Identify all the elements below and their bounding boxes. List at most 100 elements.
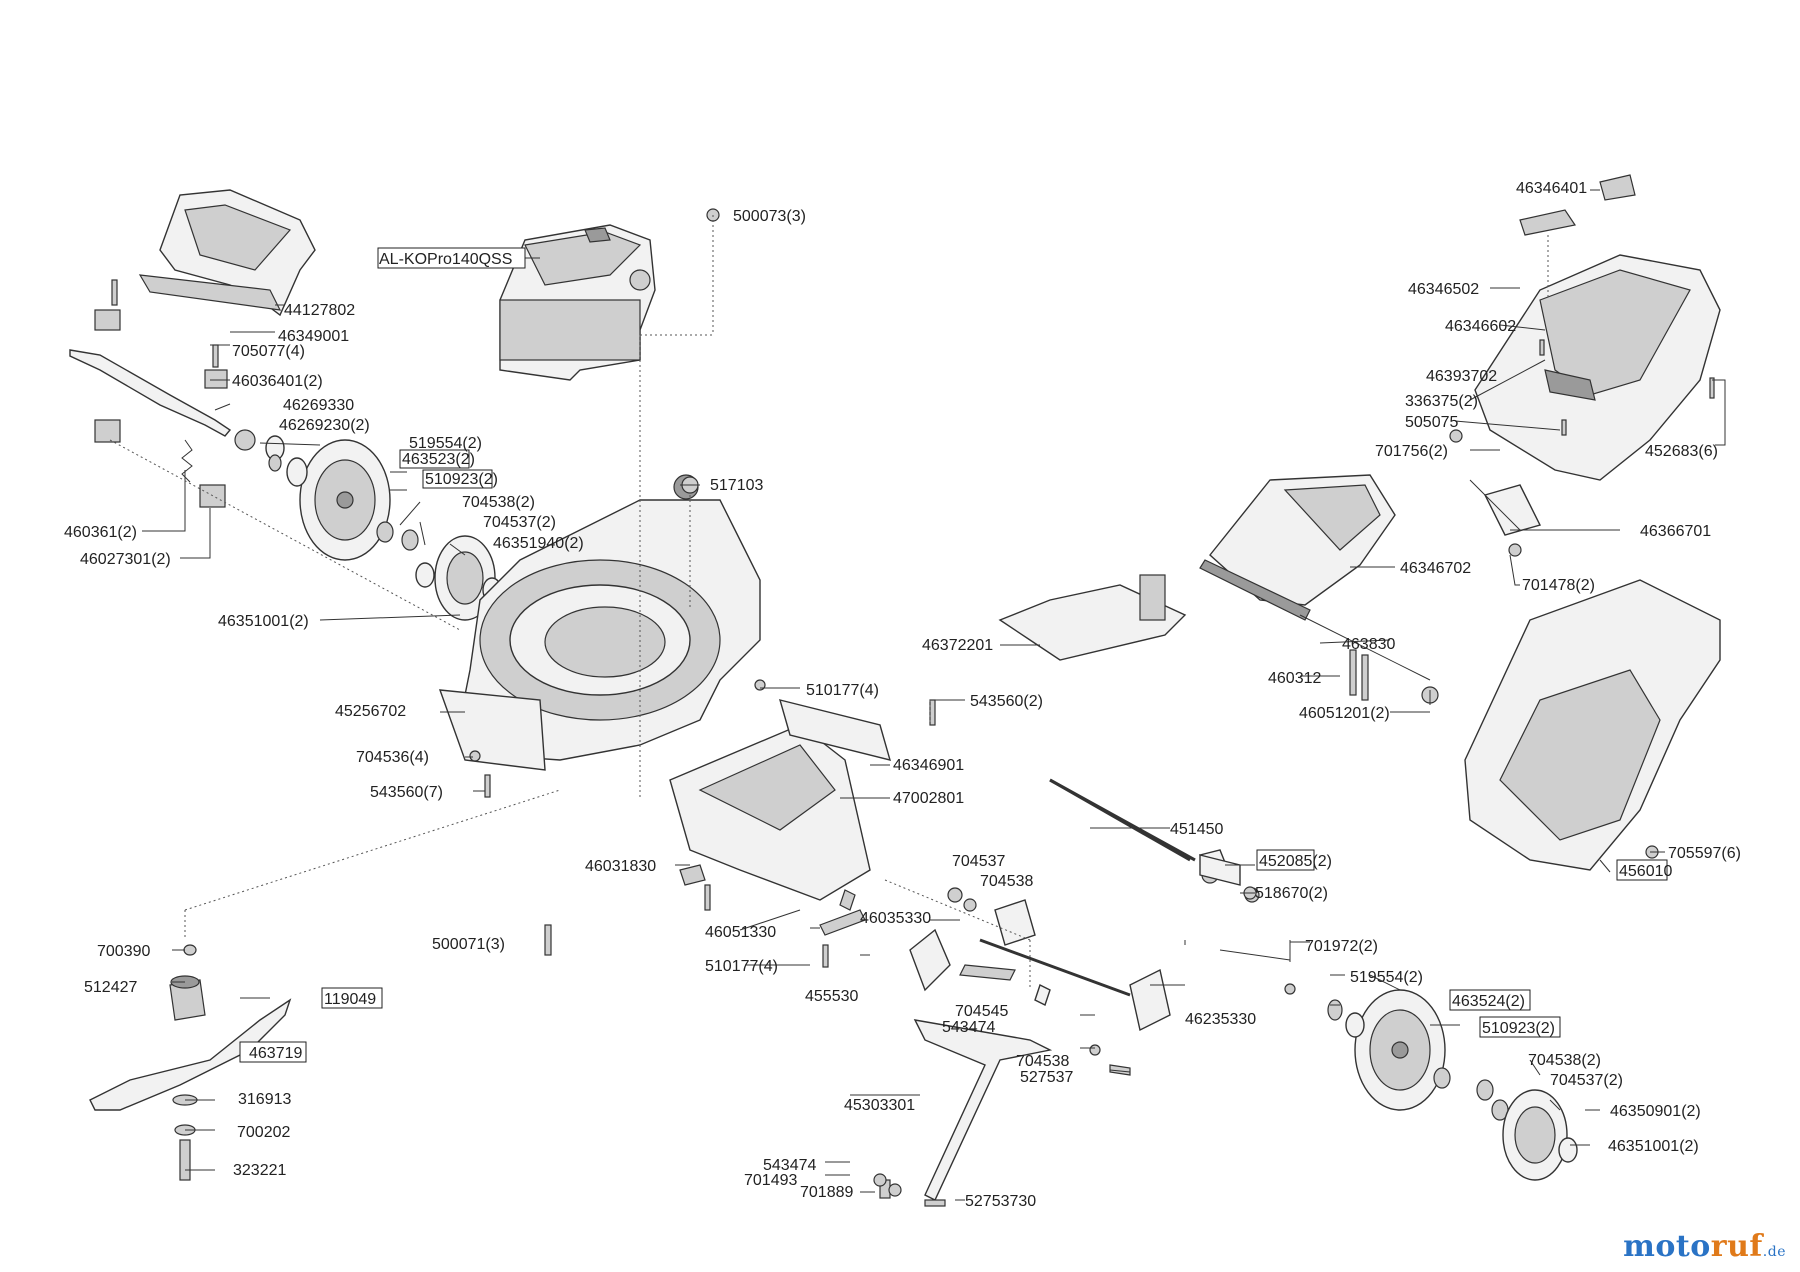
part-label-46349001: 46349001 xyxy=(278,328,349,345)
part-label-543474-bottom: 543474 xyxy=(763,1157,816,1174)
height-adjust-assembly xyxy=(909,887,1171,1032)
part-label-316913: 316913 xyxy=(238,1091,291,1108)
part-label-519554-2-rear: 519554(2) xyxy=(1350,969,1423,986)
part-label-704536-4: 704536(4) xyxy=(356,749,429,766)
wheel-cap-left xyxy=(434,535,502,621)
part-label-452085-2: 452085(2) xyxy=(1259,853,1332,870)
part-label-336375-2: 336375(2) xyxy=(1405,393,1478,410)
part-label-704537: 704537 xyxy=(952,853,1005,870)
part-label-46269230-2: 46269230(2) xyxy=(279,417,370,434)
grass-deflector-cover xyxy=(138,189,316,317)
part-label-46031830: 46031830 xyxy=(585,858,656,875)
rear-wheel-right xyxy=(1327,989,1509,1121)
part-label-456010: 456010 xyxy=(1619,863,1672,880)
part-label-460312: 460312 xyxy=(1268,670,1321,687)
part-label-46346401: 46346401 xyxy=(1516,180,1587,197)
part-label-510177-4-top: 510177(4) xyxy=(806,682,879,699)
front-wheel-left xyxy=(265,435,435,588)
part-label-463830: 463830 xyxy=(1342,636,1395,653)
part-label-704538-lower: 704538 xyxy=(1016,1053,1069,1070)
part-label-510923-2-rear: 510923(2) xyxy=(1482,1020,1555,1037)
part-number-labels: 46346401 500073(3) AL-KOPro140QSS 441278… xyxy=(64,180,1741,1210)
part-label-46372201: 46372201 xyxy=(922,637,993,654)
part-label-46351940-2: 46351940(2) xyxy=(493,535,584,552)
mulch-plug xyxy=(998,574,1187,661)
part-label-543560-7: 543560(7) xyxy=(370,784,443,801)
height-adjust-lever xyxy=(913,1019,1131,1201)
wheel-cap-right xyxy=(1502,1089,1578,1181)
leader-lines xyxy=(109,189,1726,1201)
part-label-704538-2-rear: 704538(2) xyxy=(1528,1052,1601,1069)
part-label-518670-2: 518670(2) xyxy=(1255,885,1328,902)
part-label-543560-2: 543560(2) xyxy=(970,693,1043,710)
part-label-46036401-2: 46036401(2) xyxy=(232,373,323,390)
part-label-527537: 527537 xyxy=(1020,1069,1073,1086)
part-label-519554-2-front: 519554(2) xyxy=(409,435,482,452)
part-label-705597-6: 705597(6) xyxy=(1668,845,1741,862)
part-label-510177-4-bottom: 510177(4) xyxy=(705,958,778,975)
part-label-510923-2-front: 510923(2) xyxy=(425,471,498,488)
part-label-119049: 119049 xyxy=(324,991,376,1008)
part-label-704537-2-rear: 704537(2) xyxy=(1550,1072,1623,1089)
part-label-46366701: 46366701 xyxy=(1640,523,1711,540)
small-hardware xyxy=(111,208,1715,1207)
part-label-46346602: 46346602 xyxy=(1445,318,1516,335)
part-label-517103: 517103 xyxy=(710,477,763,494)
part-label-46235330: 46235330 xyxy=(1185,1011,1256,1028)
part-label-704538-mid: 704538 xyxy=(980,873,1033,890)
grass-box-top xyxy=(1474,174,1721,536)
part-label-701972-2: 701972(2) xyxy=(1305,938,1378,955)
part-label-500073-3: 500073(3) xyxy=(733,208,806,225)
part-label-46393702: 46393702 xyxy=(1426,368,1497,385)
part-label-700390: 700390 xyxy=(97,943,150,960)
part-label-46051201-2: 46051201(2) xyxy=(1299,705,1390,722)
part-label-701478-2: 701478(2) xyxy=(1522,577,1595,594)
part-label-704537-2-front: 704537(2) xyxy=(483,514,556,531)
part-label-463523-2: 463523(2) xyxy=(402,451,475,468)
part-label-452683-6: 452683(6) xyxy=(1645,443,1718,460)
part-label-45303301: 45303301 xyxy=(844,1097,915,1114)
part-label-52753730: 52753730 xyxy=(965,1193,1036,1210)
part-label-46351001-2-rear: 46351001(2) xyxy=(1608,1138,1699,1155)
part-label-701889: 701889 xyxy=(800,1184,853,1201)
part-label-500071-3: 500071(3) xyxy=(432,936,505,953)
part-label-505075: 505075 xyxy=(1405,414,1458,431)
part-label-46027301-2: 46027301(2) xyxy=(80,551,171,568)
part-label-704545: 704545 xyxy=(955,1003,1008,1020)
part-label-700202: 700202 xyxy=(237,1124,290,1141)
part-label-701756-2: 701756(2) xyxy=(1375,443,1448,460)
part-label-463719: 463719 xyxy=(249,1045,302,1062)
part-label-44127802: 44127802 xyxy=(284,302,355,319)
part-label-701493: 701493 xyxy=(744,1172,797,1189)
part-label-46346502: 46346502 xyxy=(1408,281,1479,298)
part-label-46269330: 46269330 xyxy=(283,397,354,414)
part-label-705077-4: 705077(4) xyxy=(232,343,305,360)
grass-box-basket xyxy=(1464,579,1721,871)
part-label-46035330: 46035330 xyxy=(860,910,931,927)
motoruf-logo: motoruf.de xyxy=(1623,1229,1786,1264)
part-label-463524-2: 463524(2) xyxy=(1452,993,1525,1010)
front-axle xyxy=(69,309,232,508)
mower-deck xyxy=(438,474,761,771)
part-label-460361-2: 460361(2) xyxy=(64,524,137,541)
part-label-47002801: 47002801 xyxy=(893,790,964,807)
part-label-512427: 512427 xyxy=(84,979,137,996)
part-label-451450: 451450 xyxy=(1170,821,1223,838)
part-label-46351001-2-front: 46351001(2) xyxy=(218,613,309,630)
part-label-323221: 323221 xyxy=(233,1162,286,1179)
rear-flap xyxy=(669,699,892,901)
part-label-46051330: 46051330 xyxy=(705,924,776,941)
boxed-label-frames xyxy=(239,247,1668,1063)
part-label-46346702: 46346702 xyxy=(1400,560,1471,577)
part-label-al-ko-pro140qss: AL-KOPro140QSS xyxy=(379,251,512,268)
part-label-46350901-2: 46350901(2) xyxy=(1610,1103,1701,1120)
part-label-543474-top: 543474 xyxy=(942,1019,995,1036)
part-label-704538-2-front: 704538(2) xyxy=(462,494,535,511)
grass-box-lid xyxy=(1199,474,1439,704)
part-label-46346901: 46346901 xyxy=(893,757,964,774)
engine xyxy=(499,224,656,381)
part-label-455530: 455530 xyxy=(805,988,858,1005)
part-label-45256702: 45256702 xyxy=(335,703,406,720)
